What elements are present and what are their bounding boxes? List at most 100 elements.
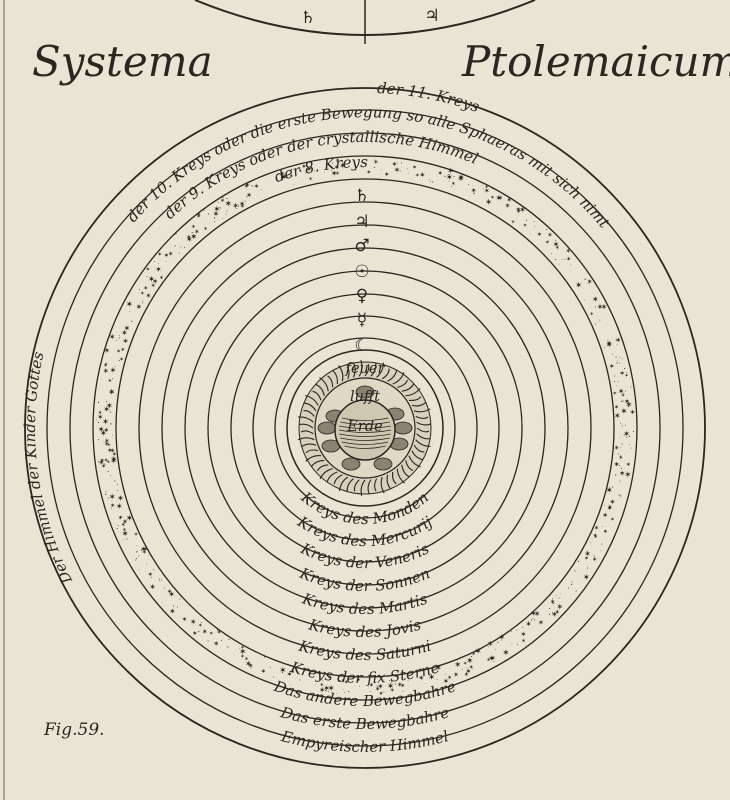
star-mark: · [617, 451, 619, 459]
star-mark: ✶ [239, 648, 246, 658]
star-mark: · [533, 219, 535, 225]
star-mark: · [216, 641, 218, 647]
star-mark: ✶ [463, 661, 467, 667]
star-mark: · [516, 641, 518, 649]
star-mark: · [527, 620, 529, 626]
star-mark: · [244, 196, 246, 205]
star-mark: ✶ [547, 231, 552, 239]
star-mark: · [310, 166, 312, 173]
star-mark: · [550, 251, 552, 257]
star-mark: ✶ [244, 183, 249, 190]
star-mark: ✶ [621, 393, 625, 399]
star-mark: · [623, 431, 625, 440]
flame-stroke [405, 387, 421, 397]
flame-stroke [312, 390, 322, 401]
star-mark: ✶ [553, 239, 560, 249]
star-mark: ✶ [555, 609, 560, 616]
star-mark: · [213, 214, 216, 224]
star-mark: ✶ [134, 532, 139, 538]
star-mark: ✶ [515, 205, 521, 214]
star-mark: ✶ [109, 365, 116, 375]
star-mark: · [555, 255, 557, 264]
star-mark: · [129, 309, 131, 315]
star-mark: · [114, 363, 116, 371]
star-mark: · [236, 205, 238, 213]
star-mark: ✶ [451, 180, 456, 187]
star-mark: ✶ [447, 167, 454, 177]
fire-sphere-ring [286, 349, 444, 507]
star-mark: ✶ [142, 545, 148, 554]
star-mark: ✶ [112, 451, 117, 458]
star-mark: ✶ [98, 424, 105, 434]
star-mark: ✶ [103, 362, 108, 369]
star-mark: ✶ [394, 166, 401, 175]
star-mark: ✶ [192, 629, 197, 637]
star-mark: ✶ [308, 177, 312, 183]
star-mark: · [97, 417, 100, 427]
star-mark: ✶ [614, 404, 619, 411]
star-mark: · [601, 525, 603, 531]
star-mark: · [338, 676, 341, 686]
star-mark: · [322, 678, 324, 685]
hatch-line [339, 433, 391, 437]
star-mark: ✶ [519, 204, 526, 214]
star-mark: ✶ [122, 517, 128, 526]
star-mark: · [175, 229, 178, 239]
star-mark: ✶ [110, 457, 117, 466]
star-mark: · [101, 428, 103, 435]
star-mark: · [112, 375, 114, 383]
flame-stroke [374, 478, 378, 492]
star-mark: ✶ [521, 638, 526, 645]
star-mark: · [620, 464, 623, 474]
star-mark: · [109, 408, 111, 414]
star-mark: · [402, 680, 404, 689]
star-mark: · [444, 172, 447, 182]
star-mark: ✶ [603, 529, 608, 536]
star-mark: · [98, 458, 101, 468]
star-mark: · [111, 433, 113, 440]
star-mark: ✶ [121, 328, 128, 337]
star-mark: · [118, 357, 121, 366]
star-mark: ✶ [488, 654, 495, 663]
flame-stroke [411, 401, 427, 407]
star-mark: · [628, 433, 631, 443]
star-mark: · [279, 172, 281, 178]
star-mark: · [481, 184, 483, 190]
star-mark: · [136, 544, 138, 550]
lower-sphere-labels: Kreys des Monden Kreys des Mercurij Krey… [271, 488, 458, 756]
flame-stroke [411, 450, 424, 461]
hatch-line [340, 421, 390, 425]
star-mark: ✶ [419, 171, 425, 180]
star-mark: ✶ [607, 505, 613, 513]
star-mark: · [152, 566, 154, 574]
star-mark: · [448, 179, 450, 185]
star-mark: · [554, 238, 556, 245]
star-mark: ✶ [575, 281, 582, 291]
star-mark: · [344, 691, 346, 697]
star-mark: · [317, 668, 320, 678]
star-mark: · [615, 335, 617, 344]
star-mark: · [273, 672, 275, 681]
star-mark: · [613, 376, 616, 386]
star-mark: ✶ [106, 401, 113, 411]
star-mark: · [587, 281, 589, 287]
star-mark: ✶ [471, 186, 477, 195]
star-mark: · [200, 620, 202, 627]
star-mark: ✶ [614, 444, 620, 452]
star-mark: ✶ [495, 194, 501, 203]
star-mark: · [146, 562, 148, 568]
star-mark: · [487, 199, 489, 207]
star-mark: ✶ [217, 629, 222, 636]
star-mark: ✶ [587, 277, 593, 286]
star-mark: · [483, 187, 485, 193]
star-mark: ✶ [623, 428, 630, 438]
star-mark: · [158, 574, 160, 583]
star-mark: ✶ [126, 514, 133, 524]
cloud-shape [317, 421, 337, 435]
fixed-stars-band: ·✶✶··✶···✶✶·✶·✶···✶✶·✶·✶··✶✶······✶✶··✶✶… [96, 158, 636, 698]
star-mark: · [548, 610, 551, 620]
star-mark: ✶ [438, 170, 442, 176]
orbit-ring [252, 315, 478, 541]
top-neighbour-figure-fragment: ♄ ♃ [194, 0, 536, 44]
